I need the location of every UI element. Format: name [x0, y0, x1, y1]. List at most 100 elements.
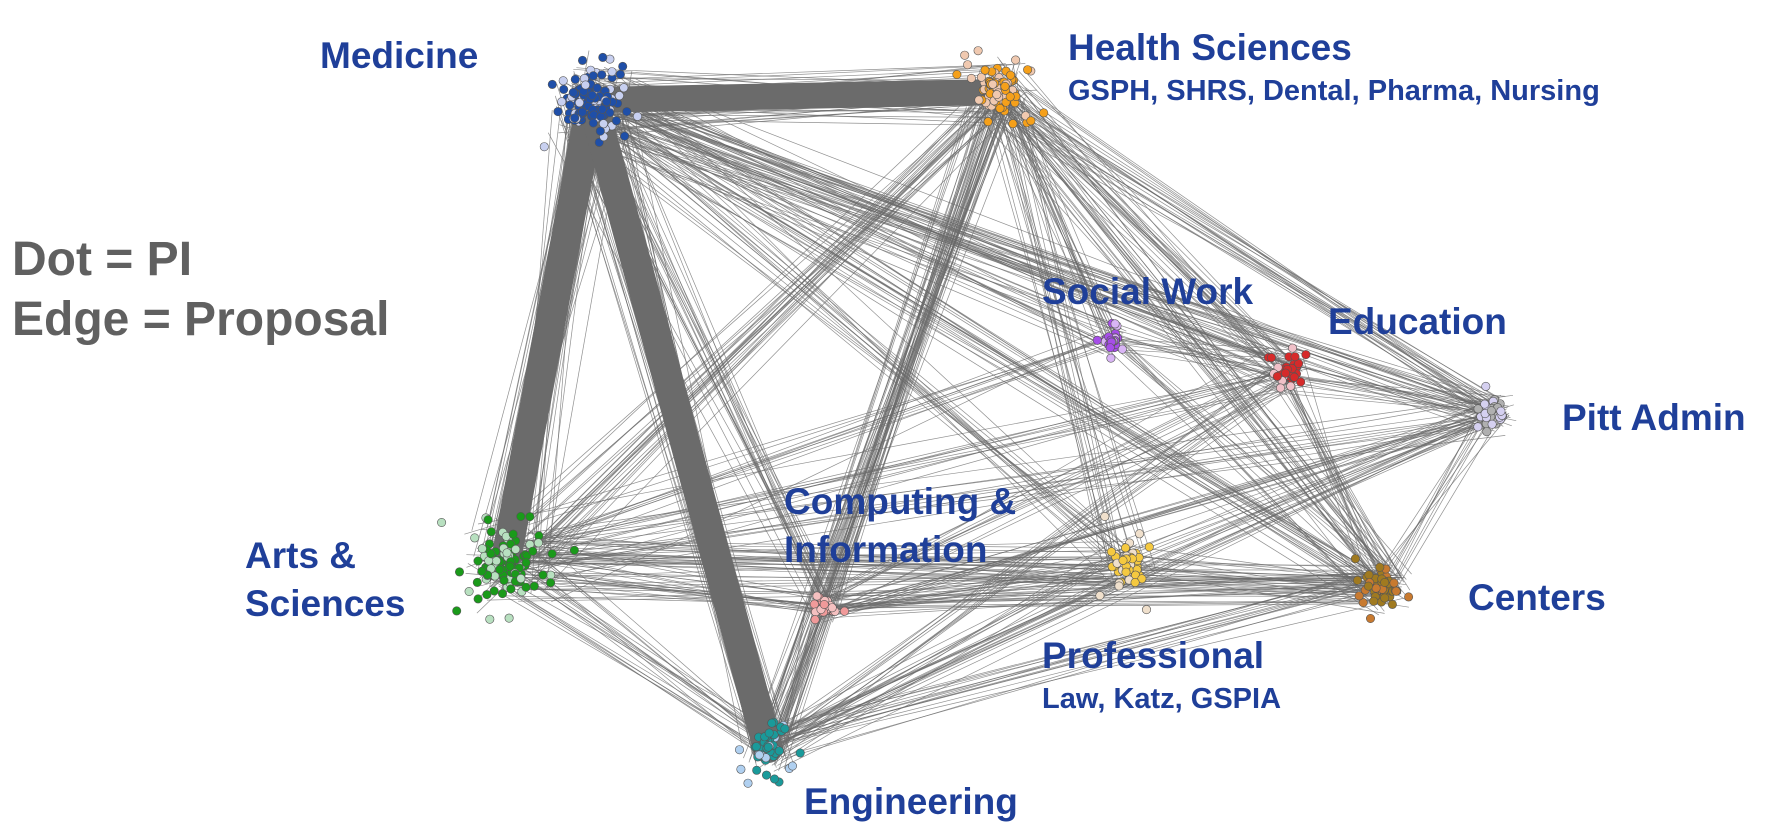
- edge-education-centers: [1282, 366, 1376, 567]
- edge-centers-pittadmin: [1391, 422, 1497, 597]
- pi-dot: [743, 778, 753, 788]
- edge-health-socialwork: [1004, 90, 1106, 343]
- pi-dot: [529, 581, 539, 591]
- edge-medicine-centers: [585, 117, 1380, 576]
- edge-health-socialwork: [1011, 95, 1113, 335]
- pi-dot: [539, 142, 549, 152]
- pi-dot: [787, 761, 797, 771]
- pi-dot: [499, 575, 509, 585]
- edge-engineering-education: [766, 378, 1303, 755]
- pi-dot: [1023, 65, 1033, 75]
- edge-education-pittadmin: [1287, 393, 1492, 414]
- pi-dot: [1350, 554, 1360, 564]
- edge-medicine-arts: [490, 85, 607, 580]
- pi-dot: [601, 97, 611, 107]
- pi-dot: [980, 65, 990, 75]
- edge-arts-computing: [494, 535, 842, 600]
- pi-dot: [477, 566, 487, 576]
- edge-computing-centers: [829, 582, 1369, 619]
- pi-dot: [504, 613, 514, 623]
- pi-dot: [963, 60, 973, 70]
- edge-health-computing: [838, 90, 1002, 611]
- pi-dot: [1039, 108, 1049, 118]
- pi-dot: [1130, 577, 1140, 587]
- pi-dot: [780, 724, 790, 734]
- edge-computing-professional: [829, 548, 1123, 610]
- edge-arts-education: [541, 371, 1293, 584]
- pi-dot: [464, 586, 474, 596]
- pi-dot: [1005, 92, 1015, 102]
- edge-engineering-centers: [766, 579, 1400, 744]
- pi-dot: [1288, 343, 1298, 353]
- cluster-label-arts-line2: Sciences: [245, 583, 406, 624]
- edge-arts-pittadmin: [498, 399, 1491, 575]
- edge-professional-pittadmin: [1122, 415, 1488, 541]
- pi-dot: [1496, 406, 1506, 416]
- node-layer: [437, 46, 1508, 788]
- edge-socialwork-education: [1111, 342, 1288, 355]
- pi-dot: [839, 606, 849, 616]
- edge-computing-professional: [816, 577, 1105, 617]
- pi-dot: [553, 107, 563, 117]
- edge-health-socialwork: [1001, 90, 1107, 341]
- pi-dot: [810, 615, 820, 625]
- edge-health-socialwork: [1004, 105, 1113, 339]
- pi-dot: [752, 765, 762, 775]
- edge-professional-centers: [1142, 580, 1377, 595]
- cluster-socialwork: [1092, 318, 1127, 363]
- cluster-health: [952, 46, 1049, 129]
- edge-centers-pittadmin: [1383, 422, 1483, 601]
- edge-computing-education: [814, 365, 1286, 597]
- edge-health-education: [1018, 71, 1290, 359]
- edge-arts-computing: [519, 569, 841, 608]
- edge-health-arts: [520, 82, 995, 576]
- edge-arts-professional: [480, 529, 1111, 582]
- edge-health-socialwork: [992, 101, 1114, 334]
- edge-arts-engineering: [483, 566, 790, 738]
- pi-dot: [588, 71, 598, 81]
- edge-arts-socialwork: [489, 335, 1115, 556]
- edge-medicine-pittadmin: [614, 124, 1499, 398]
- pi-dot: [619, 83, 629, 93]
- edge-medicine-socialwork: [603, 66, 1098, 334]
- cluster-education: [1264, 343, 1311, 393]
- edge-medicine-health: [592, 108, 993, 116]
- pi-dot: [992, 90, 1002, 100]
- pi-dot: [569, 545, 579, 555]
- cluster-professional: [1095, 511, 1154, 615]
- edge-arts-professional: [500, 558, 1133, 565]
- cluster-label-education: Education: [1328, 301, 1507, 342]
- pi-dot: [485, 614, 495, 624]
- edge-centers-pittadmin: [1374, 407, 1501, 586]
- edge-arts-socialwork: [498, 346, 1112, 555]
- edge-engineering-education: [770, 372, 1294, 755]
- edge-education-pittadmin: [1290, 378, 1506, 397]
- edge-medicine-socialwork: [581, 133, 1104, 355]
- cluster-medicine: [539, 52, 642, 152]
- pi-dot: [751, 742, 761, 752]
- edge-engineering-centers: [752, 570, 1387, 746]
- edge-health-socialwork: [988, 74, 1120, 334]
- pi-dot: [547, 549, 557, 559]
- pi-dot: [1480, 399, 1490, 409]
- pi-dot: [558, 76, 568, 86]
- edge-arts-engineering: [504, 564, 761, 738]
- edge-health-arts: [475, 103, 998, 567]
- pi-dot: [1354, 591, 1364, 601]
- edge-medicine-health: [585, 64, 1012, 81]
- pi-dot: [1000, 81, 1010, 91]
- edge-professional-centers: [1126, 576, 1396, 593]
- edge-bundle-thick: [490, 79, 1013, 763]
- pi-dot: [952, 70, 962, 80]
- edge-medicine-computing: [605, 106, 817, 602]
- pi-dot: [1375, 562, 1385, 572]
- pi-dot: [1391, 586, 1401, 596]
- pi-dot: [568, 88, 578, 98]
- edge-medicine-socialwork: [580, 98, 1122, 329]
- pi-dot: [1380, 577, 1390, 587]
- pi-dot: [437, 517, 447, 527]
- edge-medicine-centers: [596, 110, 1396, 594]
- pi-dot: [769, 774, 779, 784]
- edge-arts-socialwork: [481, 345, 1113, 556]
- cluster-label-health-sciences: Health Sciences: [1068, 27, 1352, 68]
